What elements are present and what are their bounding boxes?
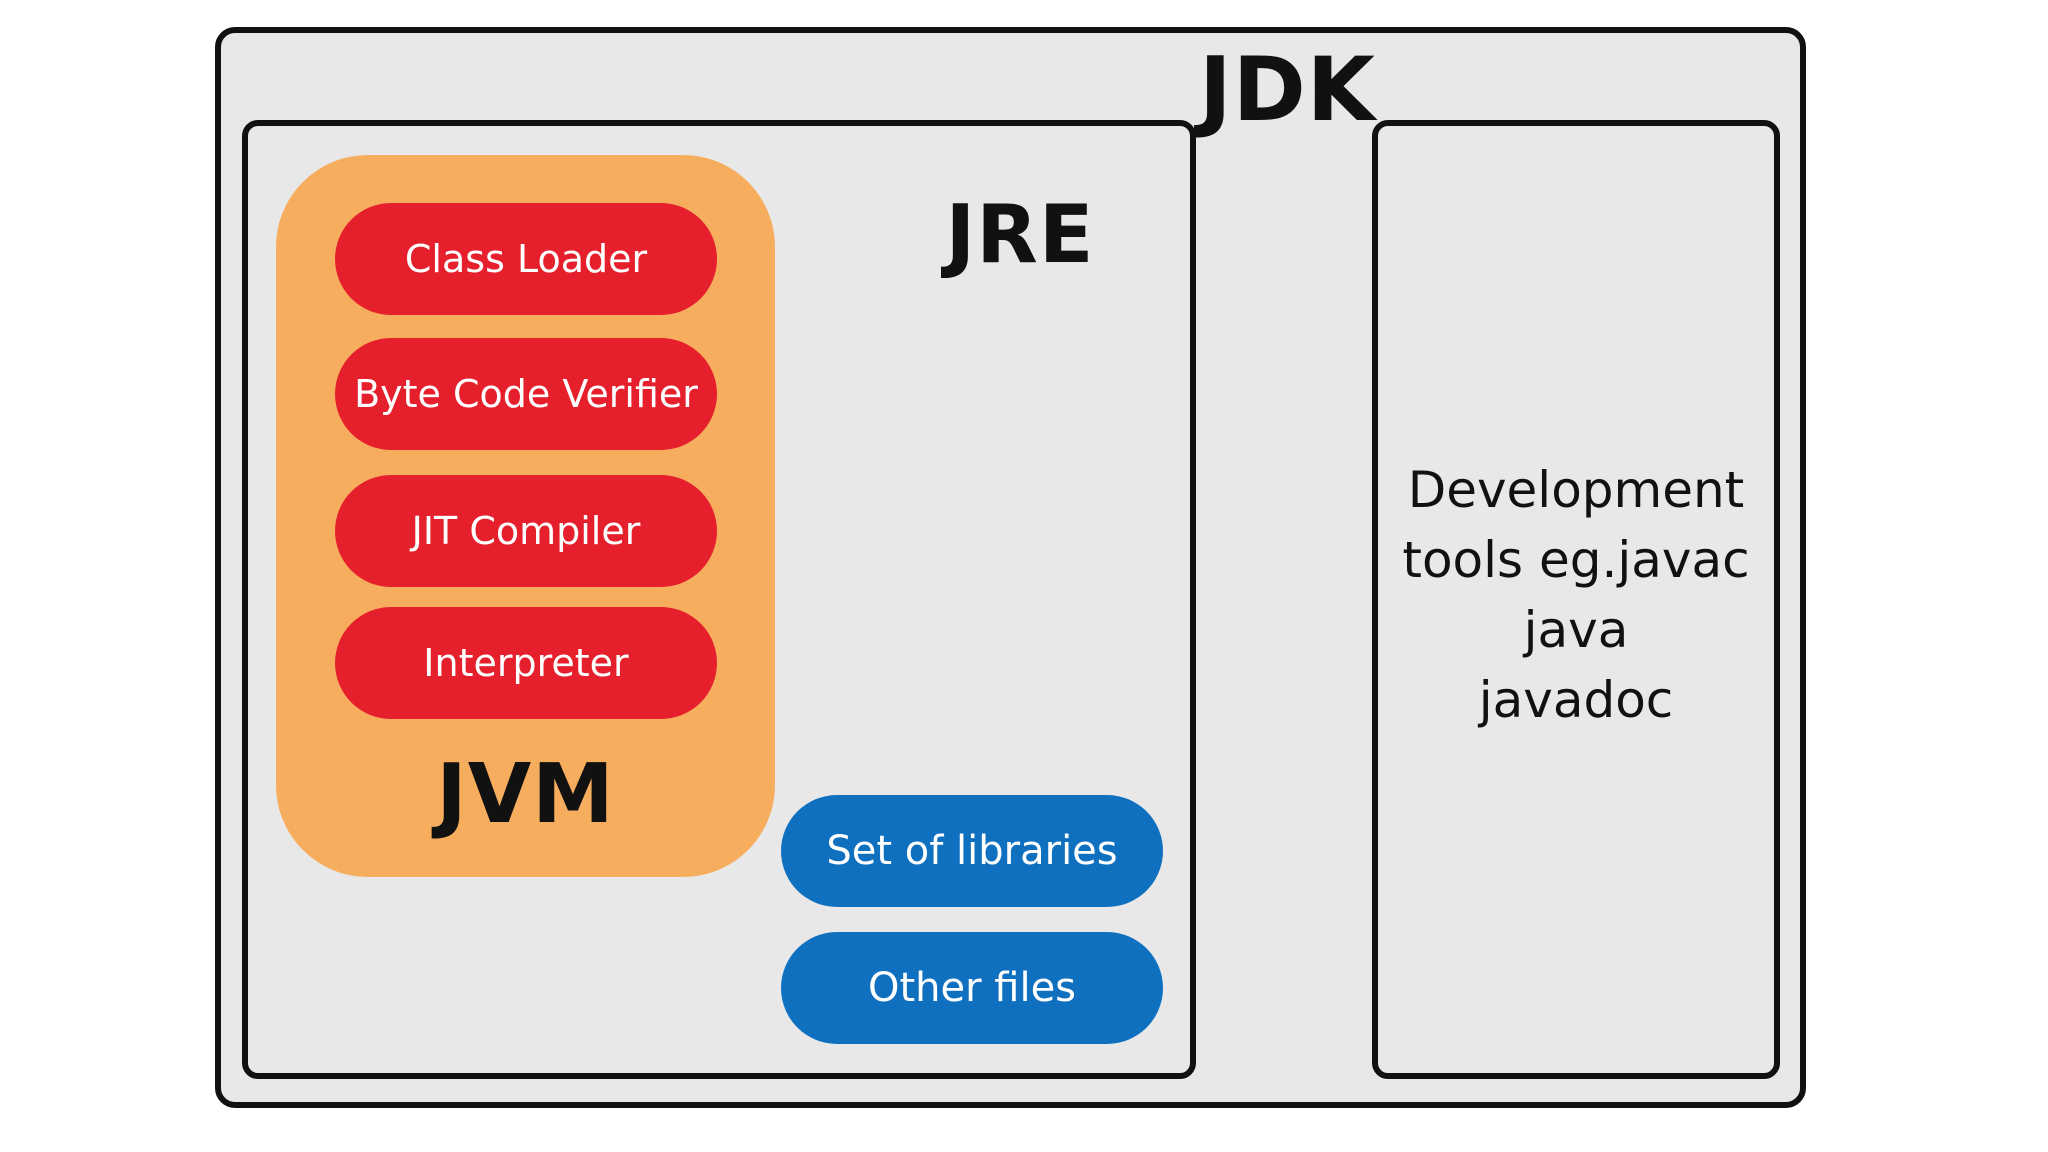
dev-tools-line: javadoc xyxy=(1478,671,1674,729)
dev-tools-line: Development xyxy=(1407,461,1745,519)
jvm-component-class-loader: Class Loader xyxy=(335,203,717,315)
jvm-label: JVM xyxy=(436,747,615,842)
jre-label: JRE xyxy=(945,188,1095,281)
jvm-component-interpreter: Interpreter xyxy=(335,607,717,719)
jre-resource-other-files: Other files xyxy=(781,932,1163,1044)
dev-tools-line: tools eg.javac xyxy=(1402,531,1750,589)
jdk-label: JDK xyxy=(1199,38,1376,141)
jre-resource-set-of-libraries: Set of libraries xyxy=(781,795,1163,907)
dev-tools-line: java xyxy=(1523,601,1629,659)
dev-tools-container xyxy=(1372,120,1780,1079)
dev-tools-text: Development tools eg.javac java javadoc xyxy=(1372,455,1780,735)
jvm-component-jit-compiler: JIT Compiler xyxy=(335,475,717,587)
jvm-component-byte-code-verifier: Byte Code Verifier xyxy=(335,338,717,450)
